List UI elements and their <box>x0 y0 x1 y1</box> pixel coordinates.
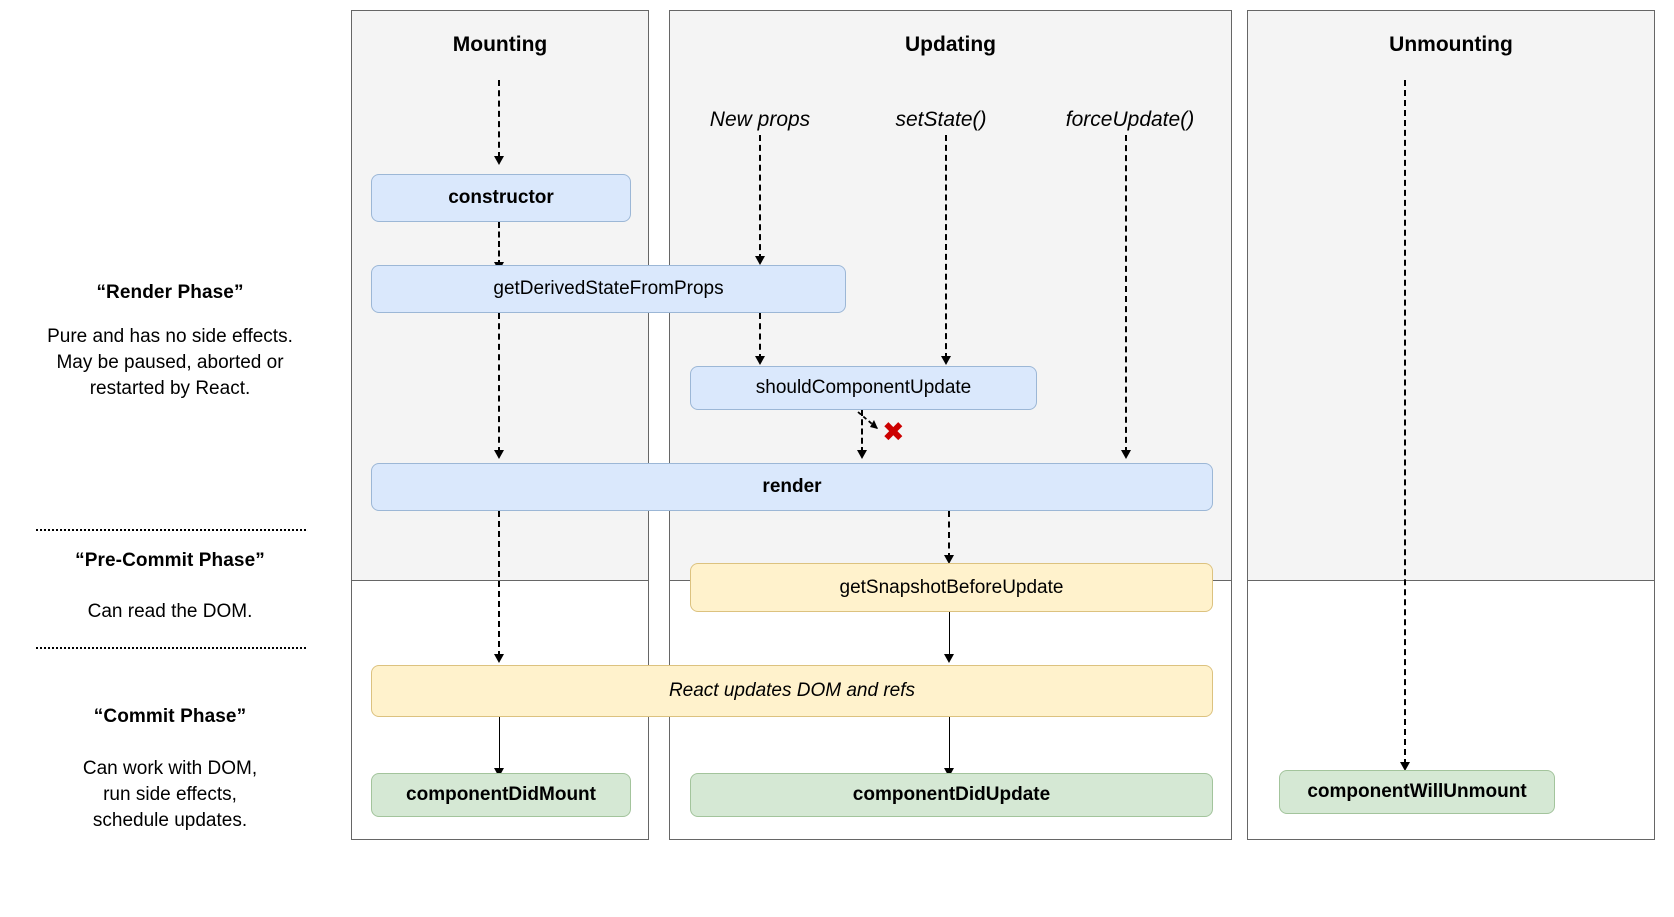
edge-gsbu-to-react-updates-dom <box>949 612 950 657</box>
legend-divider-1 <box>36 529 306 531</box>
edge-force-update-to-render <box>1125 135 1127 453</box>
edge-mount-start-to-constructor <box>498 80 500 158</box>
node-component-will-unmount[interactable]: componentWillUnmount <box>1279 770 1555 814</box>
column-title-updating: Updating <box>905 33 996 56</box>
arrowhead-render-react-updates-dom-mount <box>494 654 504 663</box>
column-shade-unmounting <box>1247 10 1655 581</box>
edge-render-to-react-updates-dom-mount <box>498 511 500 657</box>
arrowhead-force-update-render <box>1121 450 1131 459</box>
arrowhead-mount-constructor <box>494 156 504 165</box>
node-render[interactable]: render <box>371 463 1213 511</box>
arrowhead-gdsfp-scu <box>755 356 765 365</box>
arrowhead-component-did-mount <box>494 768 504 777</box>
legend-pre-commit-phase-title: “Pre-Commit Phase” <box>75 550 265 571</box>
node-component-did-update[interactable]: componentDidUpdate <box>690 773 1213 817</box>
legend-commit-phase-title: “Commit Phase” <box>93 706 247 727</box>
skip-render-x-icon: ✖ <box>882 417 905 448</box>
trigger-label-force-update: forceUpdate() <box>1065 108 1195 131</box>
legend-divider-2 <box>36 647 306 649</box>
node-should-component-update[interactable]: shouldComponentUpdate <box>690 366 1037 410</box>
arrowhead-component-did-update <box>944 768 954 777</box>
edge-set-state-to-scu <box>945 135 947 359</box>
trigger-label-set-state: setState() <box>895 108 987 131</box>
trigger-label-new-props: New props <box>709 108 811 131</box>
arrowhead-component-will-unmount <box>1400 762 1410 771</box>
arrowhead-scu-render <box>857 450 867 459</box>
edge-new-props-to-gdsfp <box>759 135 761 260</box>
node-component-did-mount[interactable]: componentDidMount <box>371 773 631 817</box>
arrowhead-render-gsbu <box>944 555 954 564</box>
edge-render-to-gsbu <box>948 511 950 559</box>
edge-gdsfp-to-scu <box>759 313 761 360</box>
arrowhead-set-state-scu <box>941 356 951 365</box>
arrowhead-gdsfp-render <box>494 450 504 459</box>
edge-react-updates-dom-to-component-did-mount <box>499 717 500 773</box>
phase-legend: “Render Phase” Pure and has no side effe… <box>0 0 340 917</box>
node-get-snapshot-before-update[interactable]: getSnapshotBeforeUpdate <box>690 563 1213 612</box>
legend-render-phase-title: “Render Phase” <box>96 282 244 303</box>
node-constructor[interactable]: constructor <box>371 174 631 222</box>
legend-commit-phase-body: Can work with DOM, run side effects, sch… <box>82 758 258 831</box>
edge-constructor-to-gdsfp <box>498 222 500 266</box>
node-get-derived-state-from-props[interactable]: getDerivedStateFromProps <box>371 265 846 313</box>
node-react-updates-dom-and-refs[interactable]: React updates DOM and refs <box>371 665 1213 717</box>
edge-unmount-start-to-component-will-unmount <box>1404 80 1406 765</box>
legend-render-phase-body: Pure and has no side effects. May be pau… <box>47 326 293 399</box>
column-title-mounting: Mounting <box>452 33 548 56</box>
edge-react-updates-dom-to-component-did-update <box>949 717 950 773</box>
arrowhead-new-props-gdsfp <box>755 256 765 265</box>
column-title-unmounting: Unmounting <box>1389 33 1513 56</box>
arrowhead-gsbu-react-updates-dom <box>944 654 954 663</box>
edge-gdsfp-to-render <box>498 313 500 453</box>
edge-scu-to-render <box>861 410 863 453</box>
legend-pre-commit-phase-body: Can read the DOM. <box>87 601 253 622</box>
